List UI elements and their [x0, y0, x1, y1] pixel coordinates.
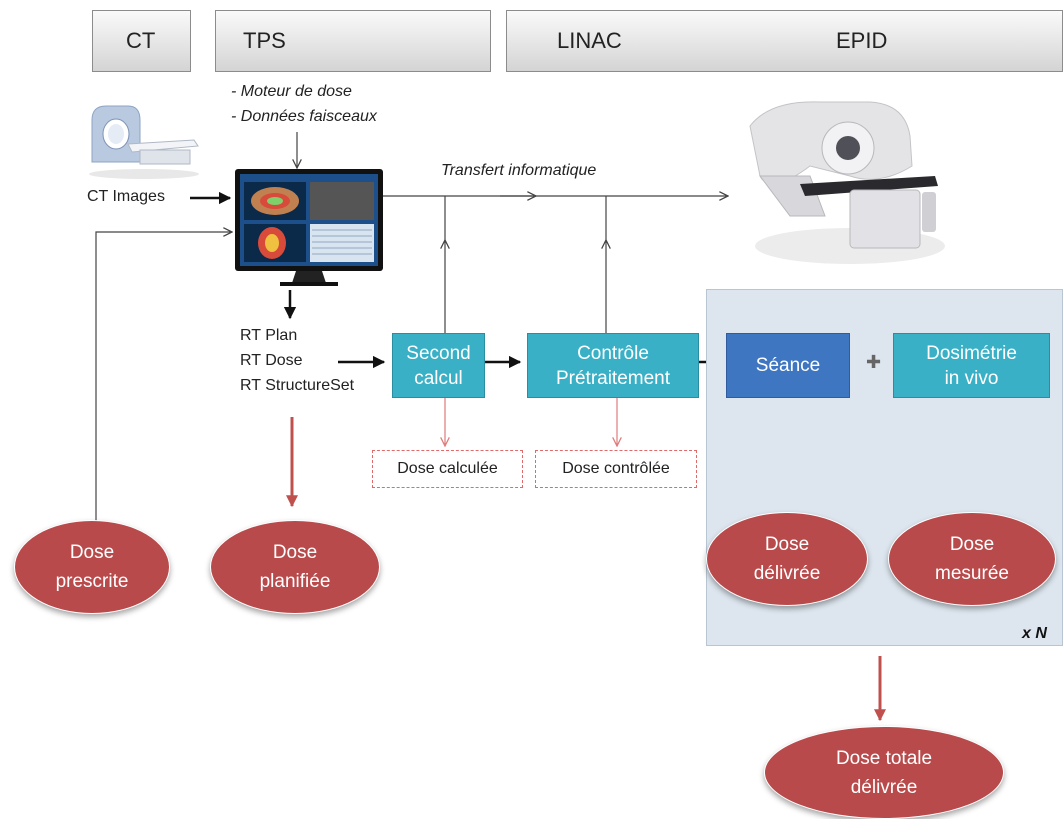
header-linac-epid: LINAC EPID — [506, 10, 1063, 72]
dosimetrie-in-vivo-box: Dosimétrie in vivo — [893, 333, 1050, 398]
plus-icon: ✚ — [866, 352, 882, 372]
repeat-label: x N — [1022, 625, 1047, 642]
transfer-label: Transfert informatique — [441, 162, 597, 179]
dose-prescrite-oval: Dose prescrite — [14, 520, 170, 614]
dose-mesuree-oval: Dose mesurée — [888, 512, 1056, 606]
rt-dose-label: RT Dose — [240, 352, 303, 369]
header-tps-label: TPS — [243, 28, 286, 53]
header-ct-label: CT — [126, 28, 156, 53]
header-epid-label: EPID — [836, 28, 888, 53]
second-calcul-box: Second calcul — [392, 333, 485, 398]
header-tps: TPS — [215, 10, 491, 72]
rt-plan-label: RT Plan — [240, 327, 298, 344]
ct-images-label: CT Images — [87, 188, 165, 205]
controle-pretraitement-box: Contrôle Prétraitement — [527, 333, 699, 398]
ct-scanner-icon — [89, 105, 199, 179]
dose-delivree-oval: Dose délivrée — [706, 512, 868, 606]
prescription-line — [95, 232, 232, 530]
rt-structureset-label: RT StructureSet — [240, 377, 355, 394]
header-linac-label: LINAC — [557, 28, 622, 53]
dose-controlee-box: Dose contrôlée — [535, 450, 697, 488]
header-ct: CT — [92, 10, 191, 72]
dose-totale-delivree-oval: Dose totale délivrée — [764, 726, 1004, 819]
linac-machine-icon — [749, 101, 945, 264]
dose-calculee-box: Dose calculée — [372, 450, 523, 488]
tps-note-beam-data: - Données faisceaux — [231, 108, 377, 125]
seance-box: Séance — [726, 333, 850, 398]
dose-planifiee-oval: Dose planifiée — [210, 520, 380, 614]
tps-note-dose-engine: - Moteur de dose — [231, 83, 352, 100]
tps-monitor-icon — [235, 169, 383, 286]
